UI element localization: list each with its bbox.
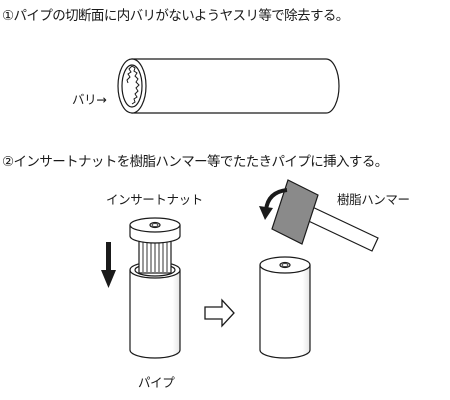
down-arrow-icon	[101, 242, 116, 288]
pipe-1-body	[131, 58, 340, 114]
burr-edge	[126, 65, 140, 105]
pipe-2-body	[129, 270, 181, 359]
burr-label: バリ→	[72, 92, 107, 107]
resin-hammer	[271, 179, 379, 252]
step-1-number: ①	[2, 8, 14, 24]
knurl-lines	[142, 240, 168, 272]
pipe-label: パイプ	[138, 375, 175, 390]
insert-nut-into-pipe	[129, 217, 181, 359]
hammer-head	[271, 179, 319, 245]
step-2-number: ②	[2, 154, 14, 170]
insert-nut-label: インサートナット	[106, 192, 203, 207]
step-2-text: インサートナットを樹脂ハンマー等でたたきパイプに挿入する。	[13, 154, 389, 170]
curved-arrow-icon	[259, 188, 288, 220]
pipe-1-end-inner	[121, 64, 143, 108]
resin-hammer-label: 樹脂ハンマー	[337, 192, 410, 207]
hammered-pipe	[259, 256, 311, 359]
step-1-text: パイプの切断面に内バリがないようヤスリ等で除去する。	[13, 8, 350, 24]
pipe-with-burr	[117, 58, 340, 114]
pipe-3-body	[259, 265, 311, 359]
step-2-instruction: ②インサートナットを樹脂ハンマー等でたたきパイプに挿入する。	[2, 150, 388, 170]
step-1-instruction: ①パイプの切断面に内バリがないようヤスリ等で除去する。	[2, 4, 349, 24]
right-hollow-arrow-icon	[204, 298, 235, 328]
